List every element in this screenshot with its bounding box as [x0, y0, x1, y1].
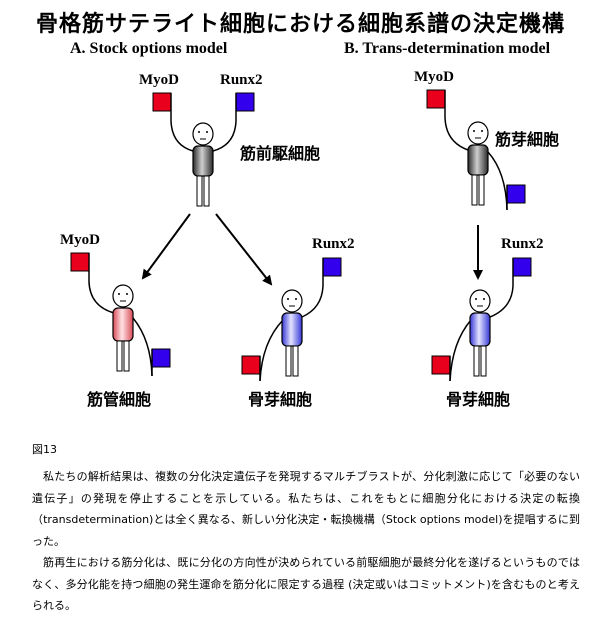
myod-flag-icon [431, 355, 451, 375]
person-icon [469, 289, 491, 377]
cell-label-progenitor: 筋前駆細胞 [240, 144, 321, 163]
runx2-label: Runx2 [220, 72, 263, 88]
panel-b-osteoblast-figure [431, 257, 532, 382]
runx2-label: Runx2 [312, 236, 355, 252]
arrow-to-osteoblast-a [215, 213, 273, 286]
myod-flag-icon [152, 92, 172, 112]
person-icon [467, 121, 489, 206]
lineage-diagram [70, 89, 532, 382]
caption-paragraph-2: 筋再生における筋分化は、既に分化の方向性が決められている前駆細胞が最終分化を遂げ… [32, 556, 580, 612]
myod-label: MyoD [139, 72, 179, 88]
person-icon [281, 289, 303, 377]
panel-b-title: B. Trans-determination model [344, 40, 551, 57]
myod-flag-icon [426, 89, 446, 109]
runx2-flag-icon [322, 257, 342, 277]
myod-flag-icon [241, 355, 261, 375]
caption-paragraph-1: 私たちの解析結果は、複数の分化決定遺伝子を発現するマルチブラストが、分化刺激に応… [32, 470, 580, 548]
panel-a-progenitor-figure [152, 92, 255, 207]
panel-b-myoblast-figure [426, 89, 526, 211]
runx2-flag-icon [151, 348, 171, 368]
panel-a-osteoblast-figure [241, 257, 342, 382]
myod-label: MyoD [60, 232, 100, 248]
cell-label-myoblast: 筋芽細胞 [495, 130, 560, 149]
runx2-label: Runx2 [501, 236, 544, 252]
myod-label: MyoD [414, 69, 454, 85]
myod-flag-icon [70, 252, 90, 272]
cell-label-myotube: 筋管細胞 [87, 390, 152, 409]
panel-a-title: A. Stock options model [70, 40, 228, 57]
runx2-flag-icon [506, 184, 526, 204]
runx2-flag-icon [512, 257, 532, 277]
figure-number: 図13 [32, 443, 57, 456]
runx2-flag-icon [235, 92, 255, 112]
cell-label-osteoblast-a: 骨芽細胞 [248, 390, 313, 409]
cell-label-osteoblast-b: 骨芽細胞 [446, 390, 511, 409]
panel-a-myotube-figure [70, 252, 171, 377]
page-title: 骨格筋サテライト細胞における細胞系譜の決定機構 [35, 12, 565, 37]
person-icon [112, 284, 134, 372]
arrow-to-myotube [141, 213, 191, 280]
person-icon [192, 122, 214, 207]
